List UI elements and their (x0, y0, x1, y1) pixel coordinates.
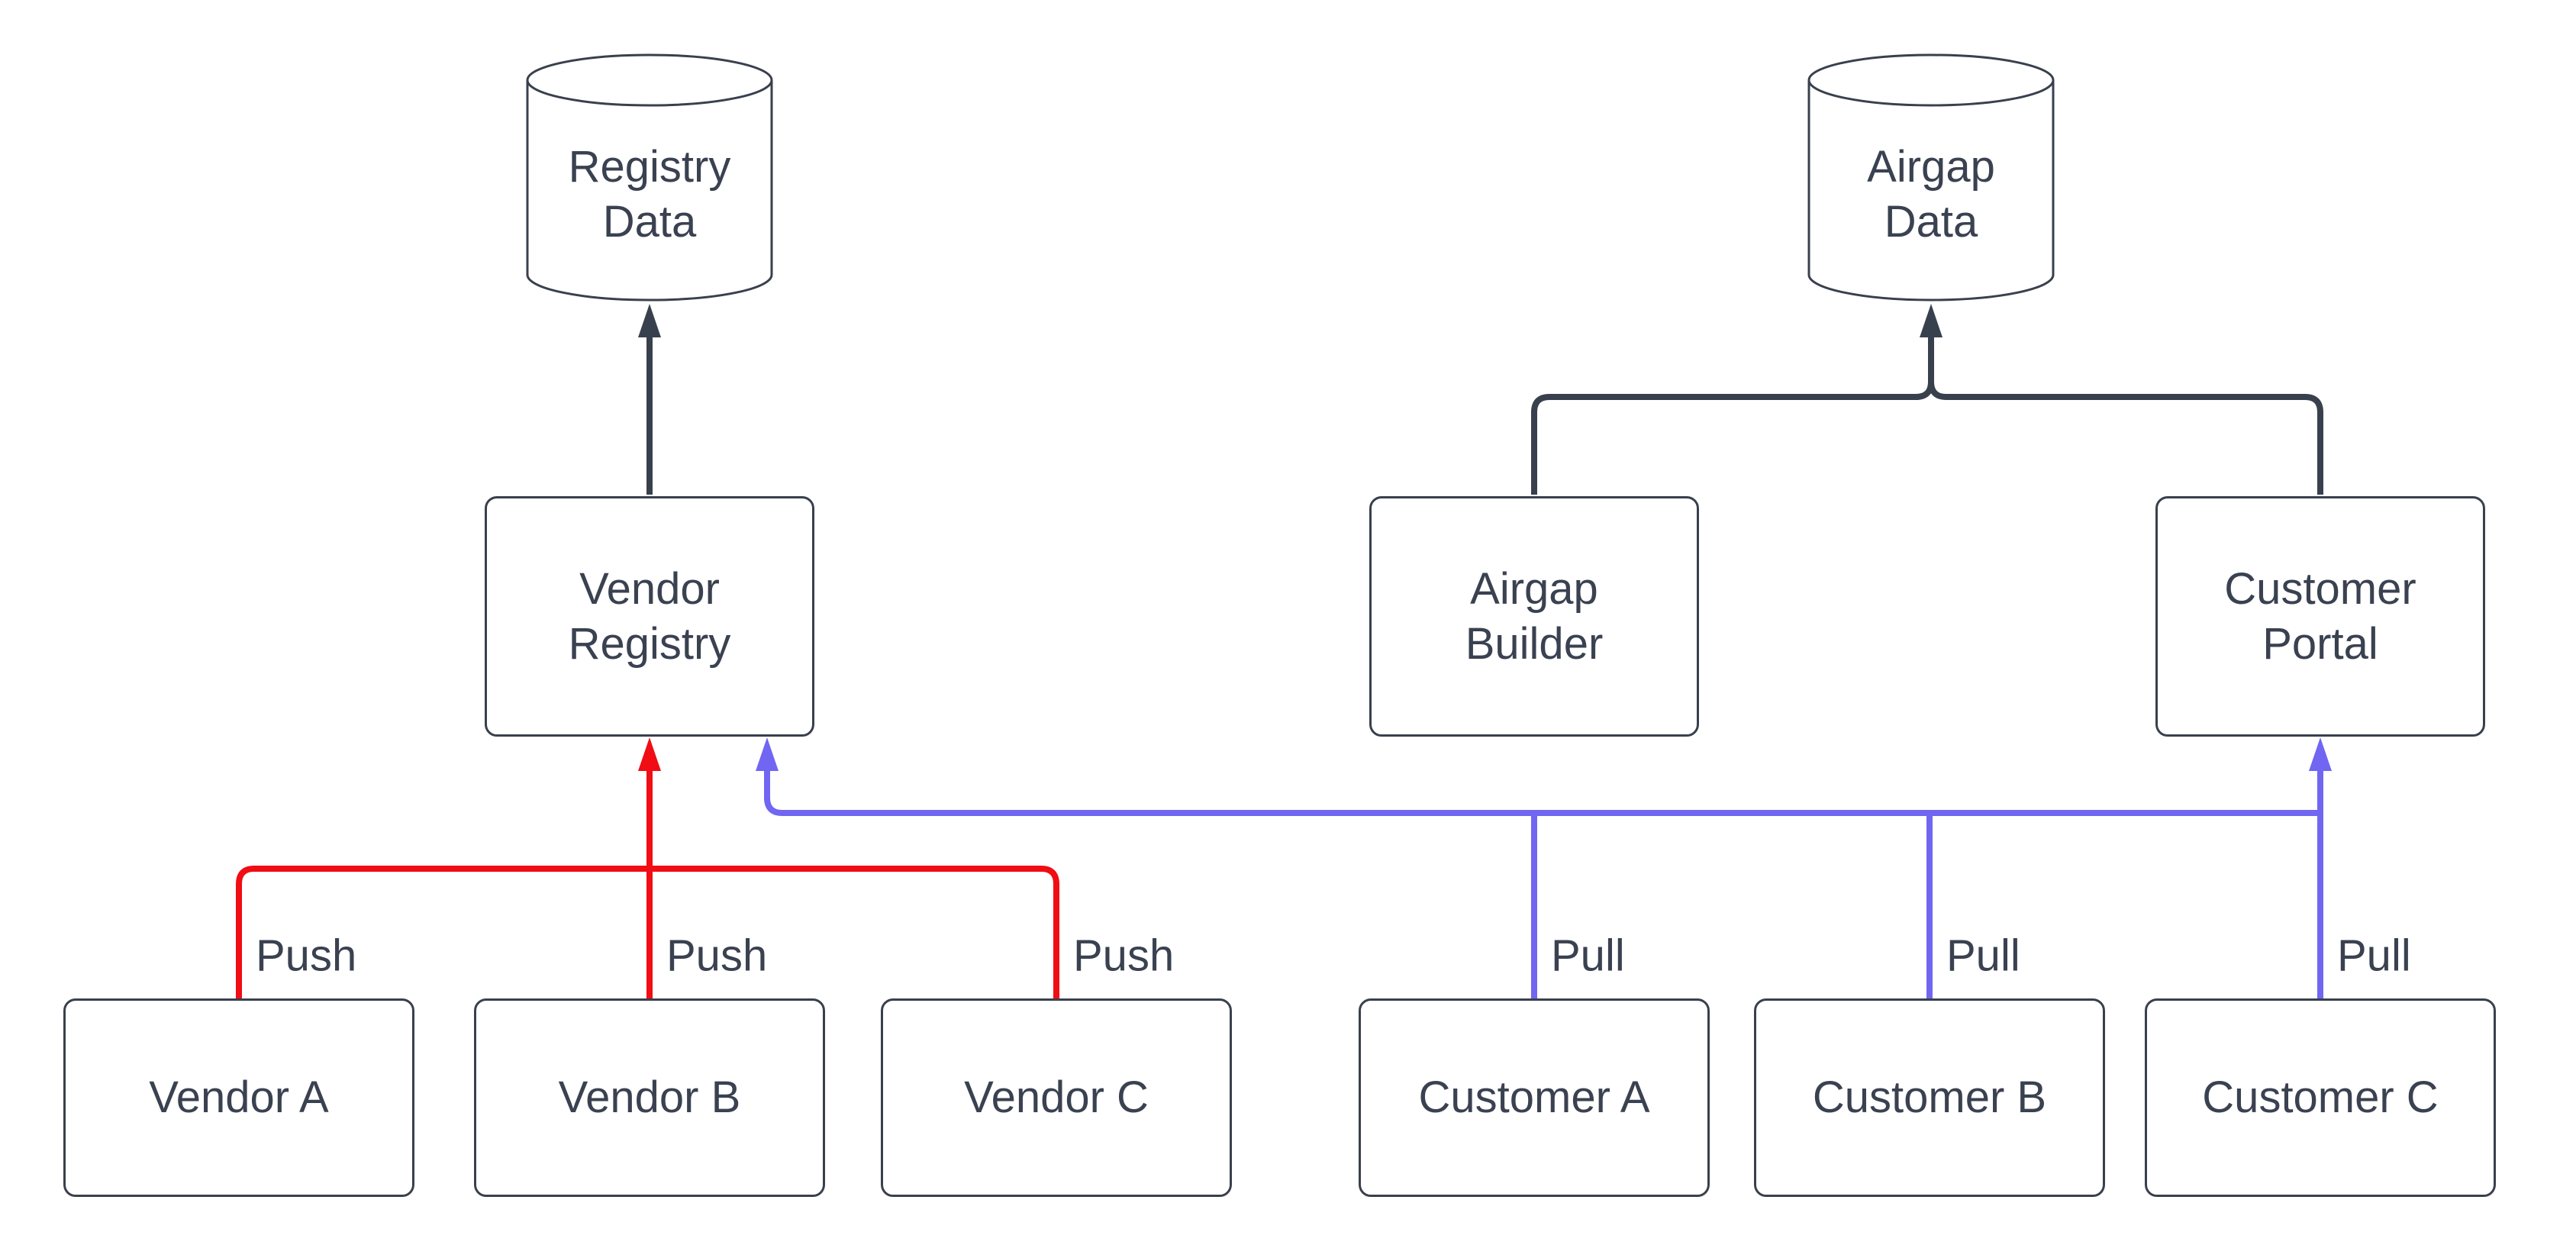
node-customer-portal-label: Customer Portal (2224, 562, 2416, 672)
edge-vendors-push-bus (236, 737, 1059, 998)
node-vendor-a-label: Vendor A (149, 1073, 329, 1122)
label-line: Registry (568, 618, 731, 669)
label-line: Builder (1465, 618, 1604, 669)
label-line: Airgap (1470, 563, 1598, 614)
node-customer-b: Customer B (1754, 998, 2105, 1197)
node-customer-a: Customer A (1359, 998, 1710, 1197)
label-line: Airgap (1867, 142, 1995, 192)
node-vendor-registry-label: Vendor Registry (569, 562, 731, 672)
node-vendor-b-label: Vendor B (558, 1073, 741, 1122)
edge-label-push-vendor-a: Push (256, 931, 357, 981)
label-line: Customer (2224, 563, 2416, 614)
node-airgap-builder: Airgap Builder (1369, 496, 1699, 737)
node-airgap-builder-label: Airgap Builder (1465, 562, 1604, 672)
node-customer-b-label: Customer B (1812, 1073, 2047, 1122)
label-line: Vendor (579, 563, 720, 614)
node-customer-c-label: Customer C (2202, 1073, 2439, 1122)
label-line: Portal (2262, 618, 2378, 669)
edge-label-pull-customer-c: Pull (2337, 931, 2411, 981)
node-customer-c: Customer C (2145, 998, 2496, 1197)
label-line: Data (602, 197, 697, 247)
node-vendor-c-label: Vendor C (964, 1073, 1149, 1122)
cylinder-registry-data (526, 53, 773, 302)
node-vendor-registry: Vendor Registry (485, 496, 814, 737)
cylinder-label-registry-data: Registry Data (527, 92, 772, 298)
label-line: Data (1884, 197, 1978, 247)
edge-customers-pull-bus (756, 737, 2332, 998)
cylinder-label-airgap-data: Airgap Data (1809, 92, 2053, 298)
edge-label-push-vendor-b: Push (666, 931, 768, 981)
node-customer-a-label: Customer A (1418, 1073, 1650, 1122)
node-customer-portal: Customer Portal (2155, 496, 2485, 737)
cylinder-airgap-data (1807, 53, 2055, 302)
node-vendor-c: Vendor C (881, 998, 1232, 1197)
edge-label-pull-customer-b: Pull (1946, 931, 2020, 981)
edge-label-pull-customer-a: Pull (1551, 931, 1625, 981)
node-vendor-b: Vendor B (474, 998, 825, 1197)
edge-airgap-builder-to-airgap-data (1531, 304, 1942, 495)
edge-label-push-vendor-c: Push (1073, 931, 1175, 981)
node-vendor-a: Vendor A (63, 998, 414, 1197)
edge-customer-portal-to-airgap-data (1928, 351, 2323, 495)
edge-vendor-registry-to-registry-data (638, 304, 661, 495)
label-line: Registry (568, 142, 731, 192)
